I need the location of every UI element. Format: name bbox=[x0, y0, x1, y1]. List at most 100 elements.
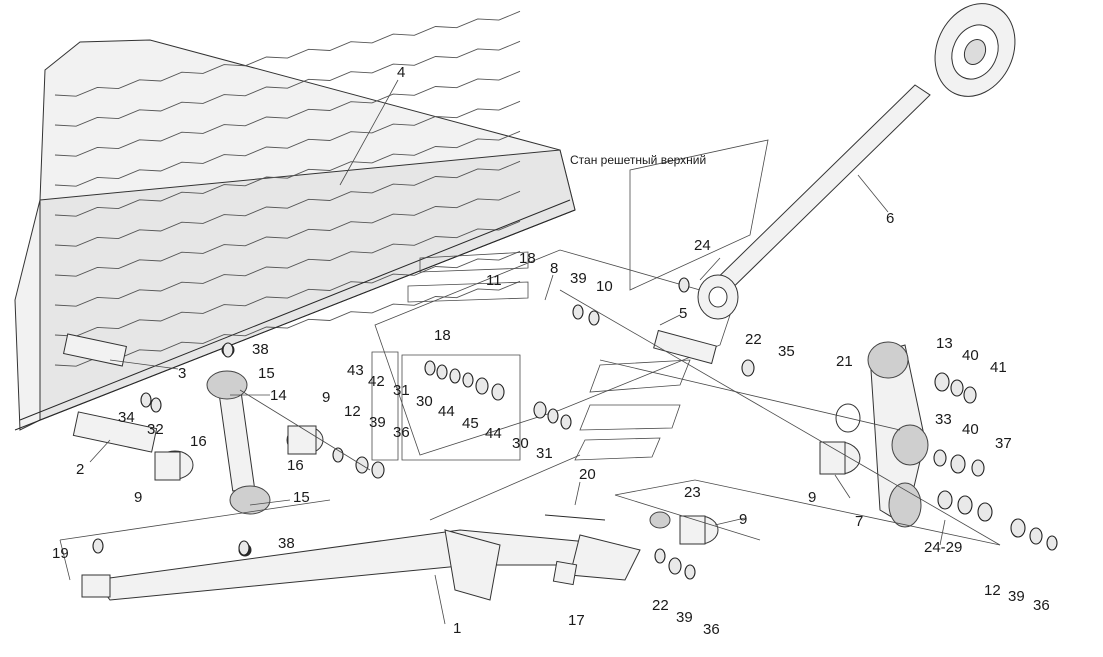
callout-9b: 9 bbox=[134, 489, 142, 506]
sieve-louvers bbox=[54, 10, 521, 367]
callout-17: 17 bbox=[568, 612, 585, 629]
washer-nut bbox=[668, 557, 682, 575]
callout-24-29: 24-29 bbox=[924, 539, 962, 556]
callout-38: 38 bbox=[252, 341, 269, 358]
bushings-9 bbox=[154, 425, 861, 545]
callout-18: 18 bbox=[519, 250, 536, 267]
upper-sieve-panels bbox=[371, 139, 769, 461]
washer-nut bbox=[588, 310, 600, 326]
assembly-lines bbox=[59, 289, 1001, 581]
callout-30b: 30 bbox=[512, 435, 529, 452]
washer-nut bbox=[371, 461, 385, 479]
sieve-louver-row bbox=[54, 40, 521, 127]
washer-nut bbox=[654, 548, 666, 564]
callout-43: 43 bbox=[347, 362, 364, 379]
sieve-louver-row bbox=[54, 100, 521, 187]
callout-31: 31 bbox=[393, 382, 410, 399]
callout-22b: 22 bbox=[652, 597, 669, 614]
callout-21: 21 bbox=[836, 353, 853, 370]
callout-36c: 36 bbox=[703, 621, 720, 638]
callout-15: 15 bbox=[258, 365, 275, 382]
washer-nut bbox=[950, 379, 964, 397]
washer-nut bbox=[491, 383, 505, 401]
washer-nut bbox=[436, 364, 448, 380]
lower-link-1 bbox=[81, 514, 641, 601]
callout-13: 13 bbox=[936, 335, 953, 352]
callout-37: 37 bbox=[995, 435, 1012, 452]
callout-10: 10 bbox=[596, 278, 613, 295]
callout-11: 11 bbox=[486, 272, 502, 289]
callout-15b: 15 bbox=[293, 489, 310, 506]
callout-20: 20 bbox=[579, 466, 596, 483]
callout-39c: 39 bbox=[1008, 588, 1025, 605]
shafts bbox=[62, 329, 717, 453]
washer-nut bbox=[475, 377, 489, 395]
callout-12: 12 bbox=[344, 403, 361, 420]
callout-24: 24 bbox=[694, 237, 711, 254]
callout-4: 4 bbox=[397, 64, 405, 81]
callout-32: 32 bbox=[147, 421, 164, 438]
washer-nut bbox=[678, 277, 690, 293]
washer-nut bbox=[560, 414, 572, 430]
callout-23: 23 bbox=[684, 484, 701, 501]
sieve-frame bbox=[14, 10, 576, 431]
callout-38b: 38 bbox=[278, 535, 295, 552]
washer-nut bbox=[92, 538, 104, 554]
callout-36: 36 bbox=[393, 424, 410, 441]
callout-12b: 12 bbox=[984, 582, 1001, 599]
leader-lines bbox=[89, 79, 946, 625]
washer-nut bbox=[150, 397, 162, 413]
washer-nut bbox=[1010, 518, 1026, 538]
callout-6: 6 bbox=[886, 210, 894, 227]
callout-9a: 9 bbox=[322, 389, 330, 406]
callout-16: 16 bbox=[190, 433, 207, 450]
callout-40: 40 bbox=[962, 347, 979, 364]
upper-sieve-caption: Стан решетный верхний bbox=[570, 153, 706, 167]
callout-41: 41 bbox=[990, 359, 1007, 376]
callout-2: 2 bbox=[76, 461, 84, 478]
washer-nut bbox=[547, 408, 559, 424]
washer-nut bbox=[572, 304, 584, 320]
callout-1: 1 bbox=[453, 620, 461, 637]
washer-nut bbox=[238, 540, 250, 556]
connecting-rod-6 bbox=[697, 3, 1016, 320]
sieve-louver-row bbox=[54, 130, 521, 217]
washer-nut bbox=[462, 372, 474, 388]
callout-42: 42 bbox=[368, 373, 385, 390]
washer-nut bbox=[1029, 527, 1043, 545]
washer-nut bbox=[950, 454, 966, 474]
callout-39b: 39 bbox=[369, 414, 386, 431]
callout-9d: 9 bbox=[739, 511, 747, 528]
washer-nut bbox=[937, 490, 953, 510]
washer-nut bbox=[424, 360, 436, 376]
callouts: 4 6 24 18 8 11 39 10 5 18 22 13 38 35 21… bbox=[52, 64, 1050, 638]
callout-31b: 31 bbox=[536, 445, 553, 462]
callout-33: 33 bbox=[935, 411, 952, 428]
callout-14: 14 bbox=[270, 387, 287, 404]
callout-7: 7 bbox=[855, 513, 863, 530]
callout-34: 34 bbox=[118, 409, 135, 426]
callout-19: 19 bbox=[52, 545, 69, 562]
washer-nut bbox=[971, 459, 985, 477]
washer-nut bbox=[963, 386, 977, 404]
callout-3: 3 bbox=[178, 365, 186, 382]
washer-nut bbox=[934, 372, 950, 392]
callout-18b: 18 bbox=[434, 327, 451, 344]
callout-39d: 39 bbox=[676, 609, 693, 626]
fasteners bbox=[92, 277, 1058, 580]
sieve-louver-row bbox=[54, 250, 521, 337]
callout-5: 5 bbox=[679, 305, 687, 322]
callout-16b: 16 bbox=[287, 457, 304, 474]
washer-nut bbox=[533, 401, 547, 419]
callout-44b: 44 bbox=[485, 425, 502, 442]
sieve-louver-row bbox=[54, 160, 521, 247]
callout-30: 30 bbox=[416, 393, 433, 410]
callout-35: 35 bbox=[778, 343, 795, 360]
sieve-louver-row bbox=[54, 280, 521, 367]
callout-36b: 36 bbox=[1033, 597, 1050, 614]
washer-nut bbox=[977, 502, 993, 522]
washer-nut bbox=[222, 342, 234, 358]
sieve-louver-row bbox=[54, 220, 521, 307]
washer-nut bbox=[933, 449, 947, 467]
